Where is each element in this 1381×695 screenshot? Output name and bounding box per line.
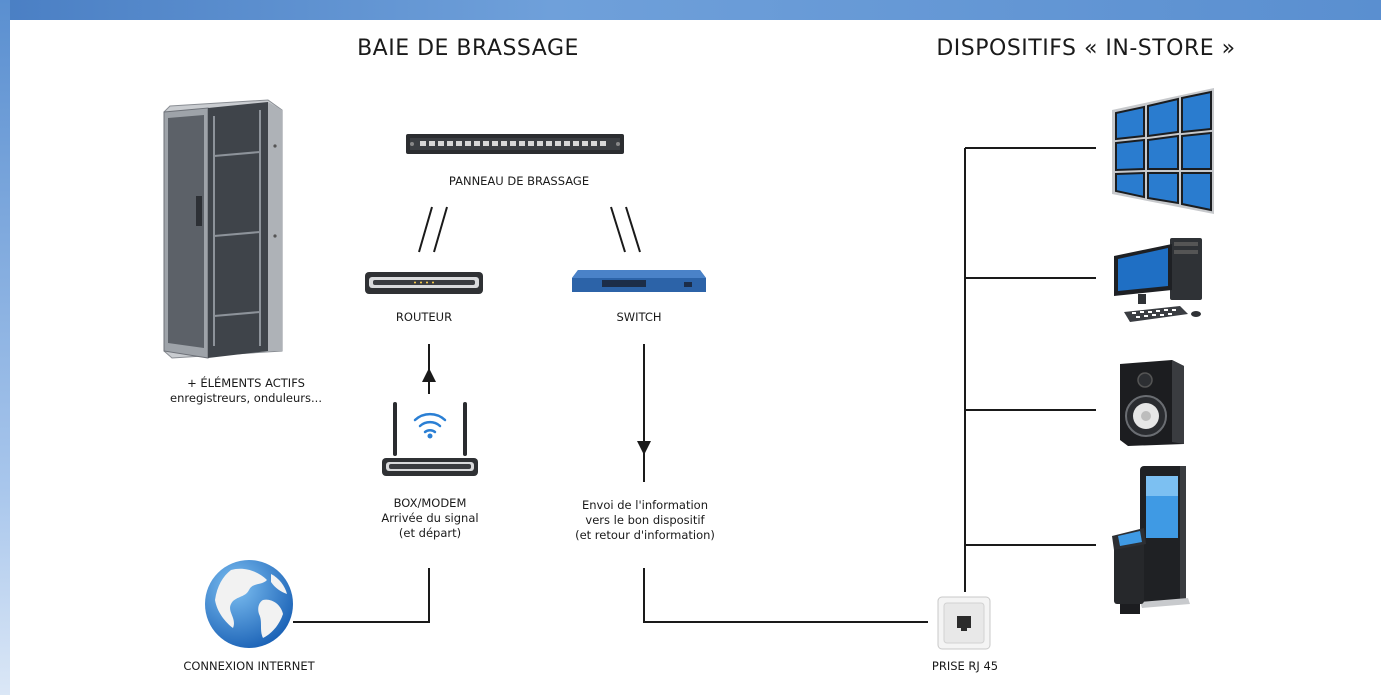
rack-label-line1: + ÉLÉMENTS ACTIFS xyxy=(187,376,305,390)
switch-note-line3: (et retour d'information) xyxy=(575,528,715,542)
internet-label: CONNEXION INTERNET xyxy=(183,659,315,673)
modem-label: BOX/MODEM Arrivée du signal (et départ) xyxy=(381,496,478,541)
internet-modem-link xyxy=(293,568,430,623)
patch-panel-label: PANNEAU DE BRASSAGE xyxy=(448,174,590,188)
patch-panel-icon xyxy=(406,134,624,154)
modem-label-line3: (et départ) xyxy=(398,526,462,540)
top-border xyxy=(0,0,1381,20)
rack-label: + ÉLÉMENTS ACTIFS enregistreurs, onduleu… xyxy=(170,376,322,406)
router-label: ROUTEUR xyxy=(395,310,453,324)
panel-router-link-2 xyxy=(433,206,448,253)
switch-note: Envoi de l'information vers le bon dispo… xyxy=(575,498,715,543)
wifi-icon xyxy=(413,412,447,434)
rj45-label: PRISE RJ 45 xyxy=(931,659,999,673)
server-rack-icon xyxy=(163,99,283,359)
rj45-socket-icon xyxy=(937,596,991,650)
panel-switch-link-2 xyxy=(625,206,641,253)
video-wall-icon xyxy=(1112,88,1214,214)
desktop-computer-icon xyxy=(1114,238,1202,322)
panel-router-link-1 xyxy=(418,206,433,253)
switch-rj45-link xyxy=(643,568,928,623)
title-patch-bay: BAIE DE BRASSAGE xyxy=(357,36,579,61)
arrow-up-head xyxy=(422,368,436,382)
switch-note-line1: Envoi de l'information xyxy=(581,498,709,512)
title-in-store-devices: DISPOSITIFS « IN-STORE » xyxy=(936,36,1236,61)
modem-label-line2: Arrivée du signal xyxy=(381,511,479,525)
wifi-modem-icon xyxy=(382,402,478,476)
switch-label: SWITCH xyxy=(616,310,662,324)
speaker-icon xyxy=(1120,360,1184,446)
kiosk-icon xyxy=(1112,466,1190,614)
rack-label-line2: enregistreurs, onduleurs... xyxy=(170,391,322,405)
panel-switch-link-1 xyxy=(610,206,626,253)
globe-icon xyxy=(205,560,293,648)
left-border xyxy=(0,0,10,695)
modem-label-line1: BOX/MODEM xyxy=(393,496,467,510)
arrow-down-head xyxy=(637,441,651,455)
switch-icon xyxy=(572,270,706,292)
router-icon xyxy=(365,272,483,294)
switch-note-line2: vers le bon dispositif xyxy=(585,513,705,527)
